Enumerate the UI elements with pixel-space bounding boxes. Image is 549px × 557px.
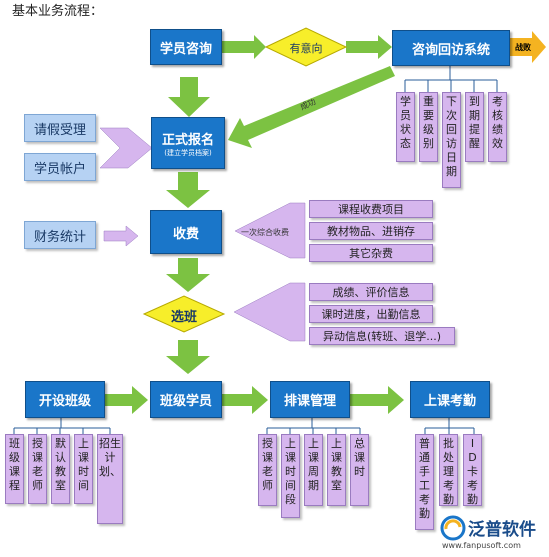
arrow-fee-select xyxy=(166,258,210,292)
open-class-box: 开设班级 xyxy=(25,381,105,418)
leave-box: 请假受理 xyxy=(24,114,96,142)
intent-label: 有意向 xyxy=(289,42,323,55)
enroll-title: 正式报名 xyxy=(161,132,214,148)
open-class-item-time: 上课时间 xyxy=(74,434,93,504)
once-fee-label: 一次综合收费 xyxy=(241,228,289,237)
callback-box: 咨询回访系统 xyxy=(392,30,510,66)
open-class-item-plan: 招生计划、 xyxy=(97,434,123,524)
chevron-into-select xyxy=(233,282,306,342)
arrow-consult-intent xyxy=(222,35,266,59)
attendance-item-manual: 普通手工考勤 xyxy=(415,434,434,530)
arrow-success xyxy=(228,66,395,148)
fee-box: 收费 xyxy=(150,210,222,254)
enroll-subtitle: (建立学员档案) xyxy=(164,148,212,157)
chevron-into-enroll xyxy=(99,127,153,169)
arrow-finance-fee xyxy=(103,225,139,247)
arrow-open-classstudents xyxy=(104,386,148,414)
arrow-intent-callback xyxy=(346,35,392,59)
attendance-box: 上课考勤 xyxy=(410,381,490,418)
open-class-tree xyxy=(13,418,111,434)
fee-item-3: 其它杂费 xyxy=(309,244,433,262)
brand-url: www.fanpusoft.com xyxy=(442,541,521,550)
schedule-item-hours: 总课时 xyxy=(350,434,369,506)
open-class-item-course: 班级课程 xyxy=(5,434,24,504)
callback-tree xyxy=(404,66,498,92)
select-item-3: 异动信息(转班、退学...) xyxy=(309,327,455,345)
select-item-2: 课时进度，出勤信息 xyxy=(309,305,433,323)
fight-label: 战败 xyxy=(515,42,531,52)
select-diamond xyxy=(142,295,226,333)
select-item-1: 成绩、评价信息 xyxy=(309,283,433,301)
open-class-item-room: 默认教室 xyxy=(51,434,70,504)
arrow-consult-enroll xyxy=(168,77,210,117)
account-box: 学员帐户 xyxy=(24,153,96,181)
callback-item-level: 重要级别 xyxy=(419,92,438,162)
fee-item-2: 教材物品、进销存 xyxy=(309,222,433,240)
schedule-item-cycle: 上课周期 xyxy=(304,434,323,506)
brand-logo: 泛普软件 www.fanpusoft.com xyxy=(440,513,548,553)
arrow-classstudents-schedule xyxy=(222,386,268,414)
logo-icon xyxy=(440,515,466,541)
open-class-item-teacher: 授课老师 xyxy=(28,434,47,504)
consult-box: 学员咨询 xyxy=(150,29,222,65)
arrow-select-class xyxy=(166,340,210,374)
callback-item-remind: 到期提醒 xyxy=(465,92,484,162)
enroll-box: 正式报名 (建立学员档案) xyxy=(151,117,225,169)
schedule-box: 排课管理 xyxy=(270,381,350,418)
chevron-into-fee xyxy=(234,202,306,259)
callback-item-next: 下次回访日期 xyxy=(442,92,461,188)
intent-diamond xyxy=(264,27,348,67)
arrow-schedule-attendance xyxy=(350,386,404,414)
schedule-tree xyxy=(266,418,361,434)
page-title: 基本业务流程： xyxy=(12,4,104,19)
schedule-item-teacher: 授课老师 xyxy=(258,434,277,506)
attendance-tree xyxy=(424,418,475,434)
arrow-enroll-fee xyxy=(166,172,210,208)
finance-box: 财务统计 xyxy=(24,221,96,249)
arrow-fight xyxy=(510,31,546,63)
select-label: 选班 xyxy=(170,310,197,325)
fee-item-1: 课程收费项目 xyxy=(309,200,433,218)
attendance-item-idcard: ID卡考勤 xyxy=(463,434,482,506)
brand-name: 泛普软件 xyxy=(468,520,536,540)
callback-item-perf: 考核绩效 xyxy=(488,92,507,162)
attendance-item-batch: 批处理考勤 xyxy=(439,434,458,506)
callback-item-status: 学员状态 xyxy=(396,92,415,162)
schedule-item-period: 上课时间段 xyxy=(281,434,300,518)
schedule-item-room: 上课教室 xyxy=(327,434,346,506)
class-students-box: 班级学员 xyxy=(150,381,222,418)
